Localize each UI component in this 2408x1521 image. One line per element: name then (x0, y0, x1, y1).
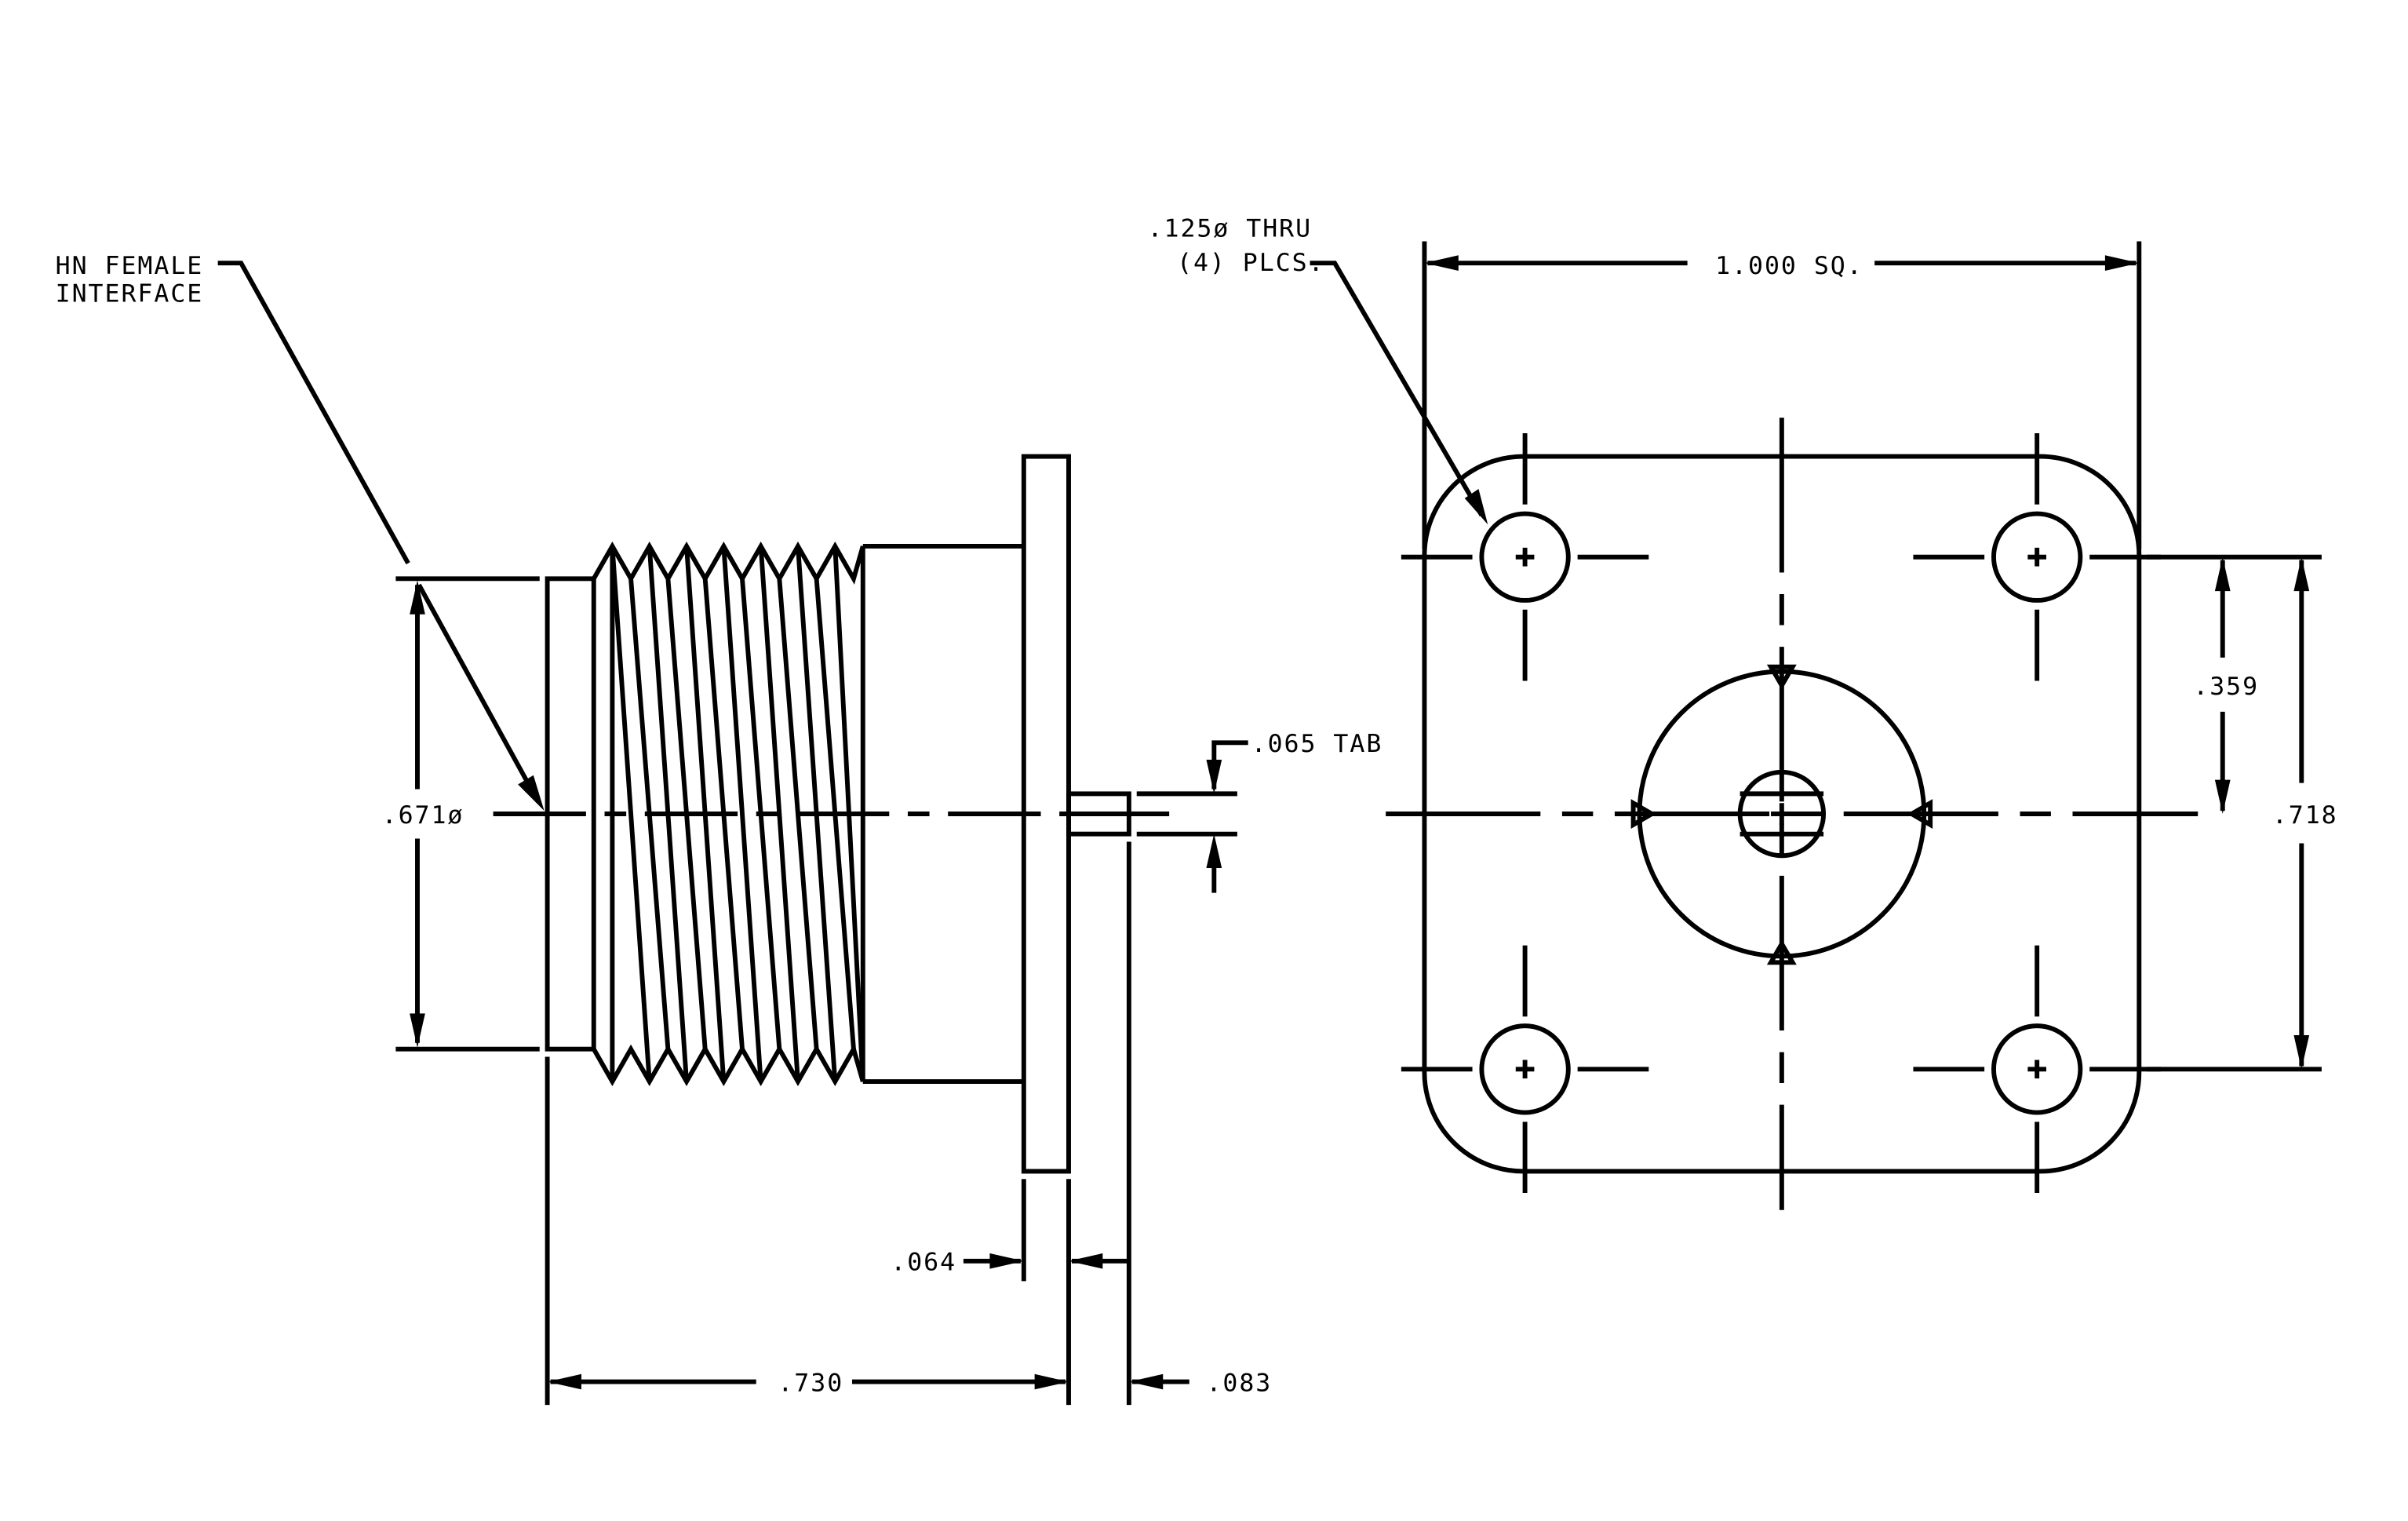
interface-label-line2: INTERFACE (56, 279, 204, 308)
side-view (217, 261, 1248, 1406)
hole-spacing-label: .718 (2272, 801, 2338, 830)
tab-length-label: .083 (1206, 1369, 1272, 1397)
thread-bottom-profile (592, 1043, 865, 1087)
hole-bottom-right (1991, 1023, 2083, 1115)
hole-top-left (1479, 511, 1571, 603)
mounting-holes (1401, 433, 2161, 1194)
overall-length-label: .730 (778, 1369, 843, 1397)
hole-bottom-left (1479, 1023, 1571, 1115)
flange-thickness-label: .064 (891, 1249, 956, 1277)
tab-label: .065 TAB (1251, 730, 1383, 758)
hole-half-spacing-label: .359 (2193, 673, 2259, 701)
hole-callout-line1: .125ø THRU (1148, 215, 1313, 243)
thread-top-profile (592, 541, 865, 585)
diameter-label: .671ø (382, 801, 464, 830)
hole-top-right (1991, 511, 2083, 603)
flange-size-label: 1.000 SQ. (1715, 252, 1863, 280)
interface-label-line1: HN FEMALE (56, 252, 204, 280)
hole-callout-line2: (4) PLCS. (1177, 249, 1325, 277)
front-view (1310, 241, 2322, 1210)
